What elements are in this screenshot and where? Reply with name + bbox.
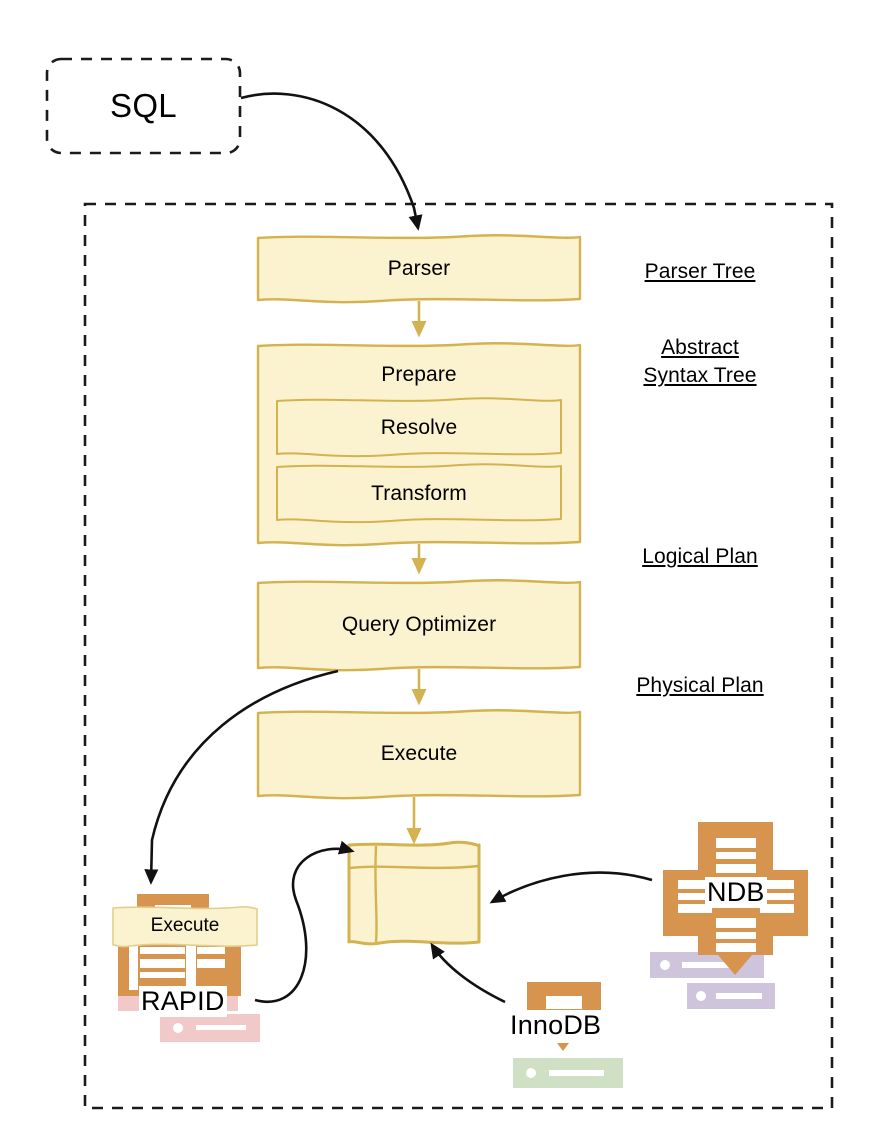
query-optimizer-box[interactable]	[256, 579, 582, 672]
arrow-rapid-to-handler	[254, 840, 355, 1003]
stage-label-parser-tree: Parser Tree	[644, 260, 756, 283]
resolve-label: Resolve	[380, 415, 458, 439]
stage-label-logical-plan: Logical Plan	[642, 545, 758, 568]
transform-label: Transform	[371, 481, 467, 505]
ndb-label: NDB	[705, 877, 767, 908]
arrow-innodb-to-handler	[430, 942, 506, 1004]
mysql-server-boundary	[83, 202, 834, 1110]
rapid-execute-label: Execute	[150, 915, 220, 936]
innodb-label: InnoDB	[508, 1010, 604, 1041]
arrow-sql-to-parser	[240, 92, 423, 231]
parser-label: Parser	[387, 256, 451, 280]
stage-label-abstract: Abstract	[661, 336, 739, 359]
rapid-label: RAPID	[139, 986, 227, 1017]
innodb-shadow-icon	[513, 1058, 623, 1088]
stage-label-physical-plan: Physical Plan	[636, 674, 764, 697]
transform-box[interactable]	[276, 463, 562, 524]
handler-column-line	[374, 845, 378, 943]
execute-box[interactable]	[256, 709, 582, 800]
parser-box[interactable]	[256, 234, 582, 304]
prepare-label: Prepare	[381, 363, 457, 386]
query-optimizer-label: Query Optimizer	[341, 613, 497, 636]
handler-header-line	[349, 864, 480, 870]
resolve-box[interactable]	[276, 397, 562, 458]
execute-label: Execute	[380, 742, 458, 765]
arrow-ndb-to-handler	[489, 871, 653, 904]
ndb-shadow-icon	[650, 952, 775, 1009]
sql-input-box	[45, 57, 242, 155]
stage-label-syntax-tree: Syntax Tree	[643, 364, 757, 387]
arrow-optimizer-to-rapid	[144, 669, 339, 885]
rapid-execute-chip[interactable]	[112, 906, 258, 948]
storage-handler-table[interactable]	[347, 840, 481, 946]
sql-input-label: SQL	[110, 87, 177, 124]
innodb-caret-icon	[557, 1043, 569, 1051]
